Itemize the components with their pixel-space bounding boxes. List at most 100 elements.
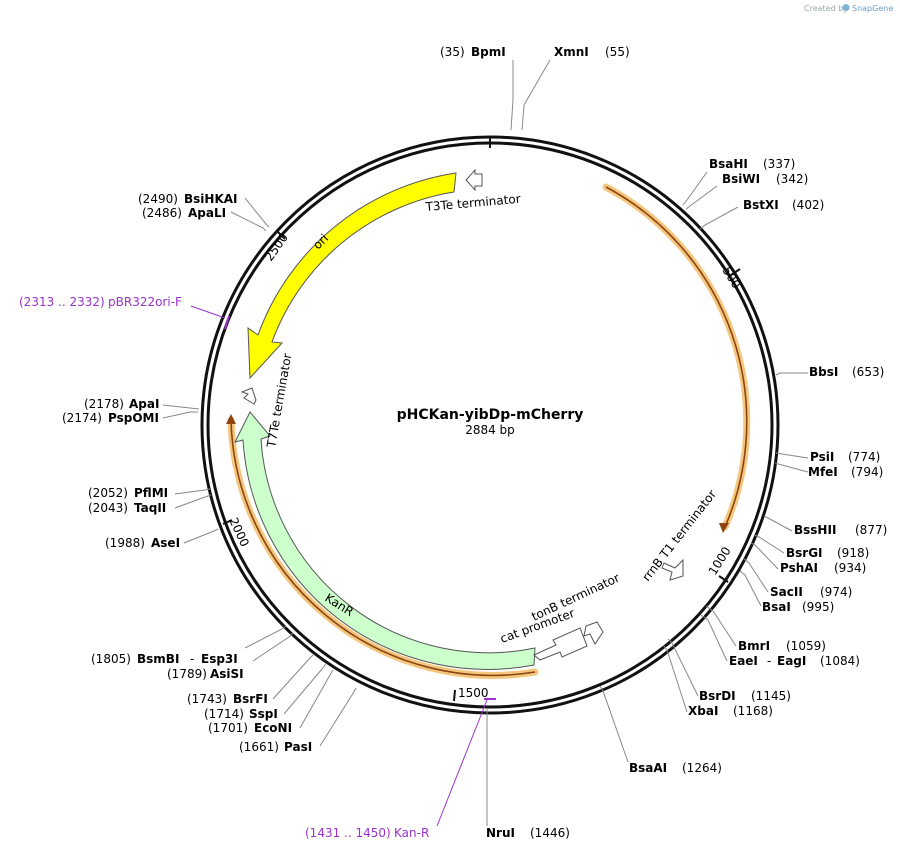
primer-kan-r[interactable]: (1431 .. 1450) Kan-R [305,826,429,840]
site-bsrgi[interactable]: BsrGI (918) [786,546,869,560]
svg-text:(1789): (1789) [167,667,207,681]
site-sacii[interactable]: SacII (974) [770,585,852,599]
svg-text:(342): (342) [776,172,808,186]
svg-text:(1743): (1743) [187,692,227,706]
site-bsaai[interactable]: BsaAI (1264) [629,761,722,775]
site-nrui[interactable]: NruI (1446) [486,826,570,840]
site-bpmi[interactable]: (35) BpmI [440,45,506,59]
svg-text:(774): (774) [848,450,880,464]
site-bsmbi-esp3i[interactable]: (1805) BsmBI - Esp3I [91,652,238,666]
svg-text:AseI: AseI [151,536,180,550]
primer-pbr322ori-f[interactable]: (2313 .. 2332) pBR322ori-F [19,295,182,309]
svg-text:(2174): (2174) [62,411,102,425]
pbr322-primer-mark [224,315,230,330]
svg-text:(2313 .. 2332): (2313 .. 2332) [19,295,105,309]
svg-text:(918): (918) [837,546,869,560]
site-bsshii[interactable]: BssHII (877) [794,523,887,537]
cat-promoter-feature[interactable] [533,627,588,661]
site-bsai[interactable]: BsaI (995) [762,600,834,614]
svg-text:BsrFI: BsrFI [233,692,268,706]
site-taqii[interactable]: (2043) TaqII [88,501,166,515]
svg-text:BpmI: BpmI [471,45,506,59]
svg-text:(2486): (2486) [142,206,182,220]
credit-brand: SnapGene [852,4,893,13]
svg-text:(974): (974) [820,585,852,599]
svg-text:-: - [767,654,771,668]
site-bbsi[interactable]: BbsI (653) [809,365,884,379]
site-bsrdi[interactable]: BsrDI (1145) [699,689,791,703]
site-apali[interactable]: (2486) ApaLI [142,206,226,220]
site-eaei-eagi[interactable]: EaeI - EagI (1084) [729,654,860,668]
site-bstxi[interactable]: BstXI (402) [743,198,824,212]
tonb-terminator-feature[interactable] [583,621,604,645]
site-asisi[interactable]: (1789) AsiSI [167,667,244,681]
svg-text:(995): (995) [802,600,834,614]
svg-text:ApaLI: ApaLI [188,206,226,220]
t7te-terminator-feature[interactable] [240,387,257,405]
svg-text:NruI: NruI [486,826,515,840]
site-bsrfi[interactable]: (1743) BsrFI [187,692,268,706]
kanr-feature[interactable] [234,411,536,670]
site-mfei[interactable]: MfeI (794) [808,465,883,479]
svg-text:(337): (337) [763,157,795,171]
svg-text:PspOMI: PspOMI [108,411,159,425]
kanr-primer-leader [436,699,488,827]
svg-text:MfeI: MfeI [808,465,838,479]
svg-text:-: - [190,652,194,666]
site-sspi[interactable]: (1714) SspI [204,707,278,721]
orf-line-right [605,186,748,528]
svg-text:(2178): (2178) [84,397,124,411]
site-bsahi[interactable]: BsaHI (337) [709,157,795,171]
site-xbai[interactable]: XbaI (1168) [688,704,773,718]
svg-text:PflMI: PflMI [134,486,168,500]
t3te-terminator-feature[interactable] [465,168,483,192]
site-bmri[interactable]: BmrI (1059) [738,639,826,653]
site-pshai[interactable]: PshAI (934) [780,561,866,575]
site-apai[interactable]: (2178) ApaI [84,397,159,411]
svg-text:BsaAI: BsaAI [629,761,667,775]
site-econi[interactable]: (1701) EcoNI [208,721,292,735]
orf-highlight-right [602,183,751,531]
site-bsihkai[interactable]: (2490) BsiHKAI [138,192,238,206]
site-xmni[interactable]: XmnI (55) [554,45,630,59]
svg-text:Kan-R: Kan-R [394,826,429,840]
orf-arrow-left [226,414,236,424]
svg-text:(1701): (1701) [208,721,248,735]
svg-text:BsmBI: BsmBI [137,652,179,666]
site-pasi[interactable]: (1661) PasI [239,740,312,754]
svg-text:(794): (794) [851,465,883,479]
svg-text:EagI: EagI [777,654,806,668]
plasmid-name: pHCKan-yibDp-mCherry [397,407,584,423]
orf-arrow-right [719,523,729,533]
plasmid-length: 2884 bp [465,423,515,437]
svg-text:BsaHI: BsaHI [709,157,748,171]
svg-text:(2043): (2043) [88,501,128,515]
site-pflmi[interactable]: (2052) PflMI [88,486,168,500]
svg-text:(653): (653) [852,365,884,379]
site-bsiwi[interactable]: BsiWI (342) [722,172,808,186]
svg-text:PshAI: PshAI [780,561,818,575]
svg-text:2500: 2500 [262,231,291,264]
svg-text:1500: 1500 [458,686,489,700]
svg-text:(1714): (1714) [204,707,244,721]
ori-feature[interactable] [247,172,457,380]
scale-tick-1500: 1500 [453,686,489,702]
site-psii[interactable]: PsiI (774) [810,450,880,464]
svg-text:(35): (35) [440,45,465,59]
site-pspomi[interactable]: (2174) PspOMI [62,411,159,425]
svg-text:(2052): (2052) [88,486,128,500]
svg-text:(402): (402) [792,198,824,212]
svg-text:SacII: SacII [770,585,803,599]
svg-text:(1264): (1264) [682,761,722,775]
svg-text:(55): (55) [605,45,630,59]
rrnb-terminator-feature[interactable] [661,558,684,581]
svg-text:(1059): (1059) [786,639,826,653]
svg-text:(1431 .. 1450): (1431 .. 1450) [305,826,391,840]
svg-text:(2490): (2490) [138,192,178,206]
svg-text:(1988): (1988) [105,536,145,550]
svg-text:PsiI: PsiI [810,450,834,464]
svg-text:TaqII: TaqII [134,501,166,515]
site-asei[interactable]: (1988) AseI [105,536,180,550]
